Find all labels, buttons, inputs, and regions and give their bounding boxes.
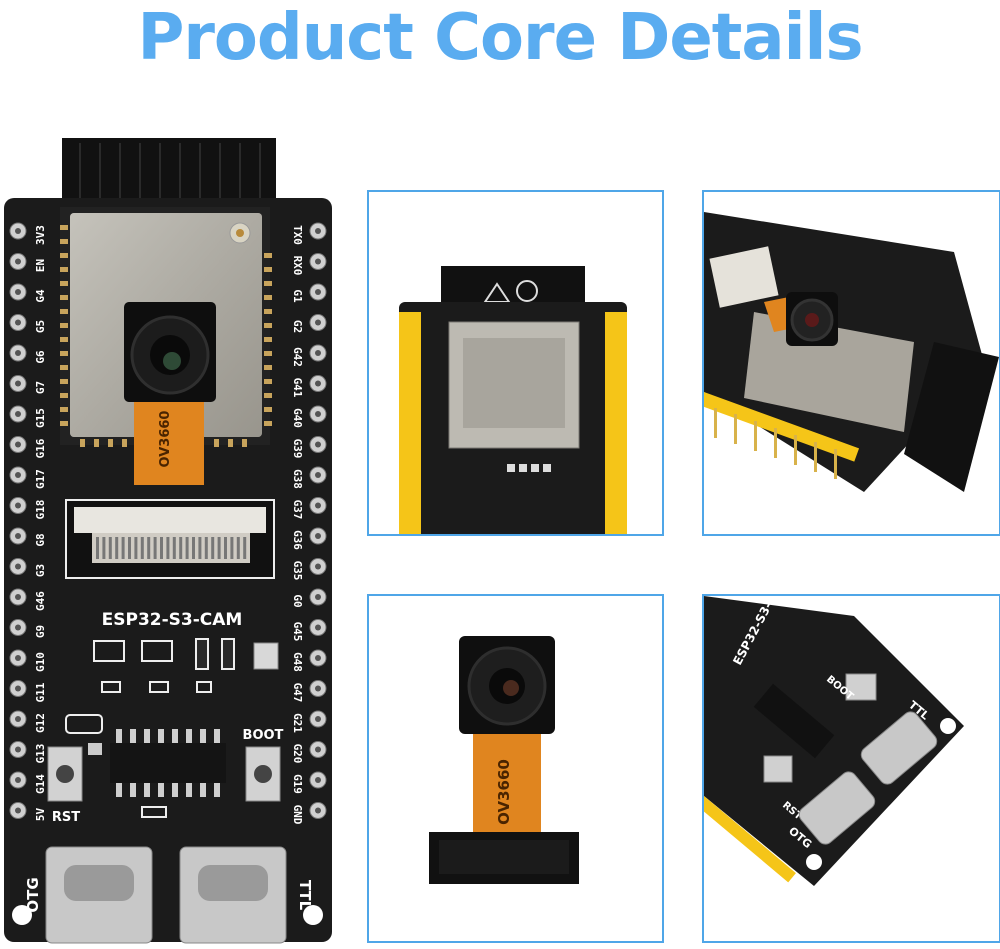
left-pin-label: G18 bbox=[34, 500, 47, 520]
boot-button bbox=[845, 673, 877, 701]
right-pin-label: TX0 bbox=[291, 225, 304, 245]
left-pin-label: G10 bbox=[34, 652, 47, 672]
right-pin-label: G20 bbox=[291, 744, 304, 764]
right-pin-label: G40 bbox=[291, 408, 304, 428]
left-pin-label: G9 bbox=[34, 625, 47, 638]
mounting-hole bbox=[12, 905, 32, 925]
yellow-pin-header bbox=[704, 392, 860, 462]
right-pin-label: G47 bbox=[291, 683, 304, 703]
left-pin-label: G6 bbox=[34, 350, 47, 364]
left-pin-label: G8 bbox=[34, 533, 47, 546]
page-title: Product Core Details bbox=[137, 1, 863, 75]
right-pin-label: RX0 bbox=[291, 256, 304, 276]
right-pin-label: G38 bbox=[291, 469, 304, 489]
left-pin-header bbox=[9, 222, 27, 819]
rst-label: RST bbox=[52, 810, 80, 825]
right-pin-label: GND bbox=[291, 805, 304, 825]
left-pin-label: 5V bbox=[34, 808, 47, 822]
main-board-photo: OV3660 ESP32-S3-CAM RS bbox=[0, 135, 336, 945]
board-model-label: ESP32-S3-CAM bbox=[102, 610, 243, 630]
left-pin-label: 3V3 bbox=[34, 225, 47, 245]
rgb-led bbox=[253, 642, 279, 670]
left-pin-label: G3 bbox=[34, 564, 47, 577]
antenna-area bbox=[904, 342, 999, 492]
boot-label: BOOT bbox=[243, 728, 284, 743]
fpc-connector bbox=[709, 246, 779, 308]
right-pin-label: G39 bbox=[291, 439, 304, 459]
left-pin-label: G5 bbox=[34, 320, 47, 333]
camera-module-frame: OV3660 bbox=[367, 594, 664, 943]
right-pin-label: G37 bbox=[291, 500, 304, 520]
pb-free-symbol bbox=[516, 280, 538, 302]
rst-button bbox=[763, 755, 793, 783]
yellow-pin-header bbox=[704, 796, 796, 883]
pcb-body bbox=[704, 596, 964, 886]
left-pin-label: G12 bbox=[34, 713, 47, 733]
right-pin-label: G21 bbox=[291, 713, 304, 733]
mounting-hole bbox=[940, 718, 956, 734]
left-pin-label: G17 bbox=[34, 469, 47, 489]
right-pin-label: G45 bbox=[291, 622, 304, 642]
left-pin-label: EN bbox=[34, 259, 47, 272]
left-pin-label: G7 bbox=[34, 381, 47, 394]
camera-model-label: OV3660 bbox=[158, 411, 173, 468]
usb-serial-chip bbox=[753, 683, 835, 759]
mounting-hole bbox=[303, 905, 323, 925]
left-yellow-header bbox=[399, 312, 421, 534]
left-pin-label: G4 bbox=[34, 289, 47, 303]
left-pin-label: G13 bbox=[34, 744, 47, 764]
otg-usb-c-port bbox=[798, 771, 876, 845]
right-pin-label: G48 bbox=[291, 652, 304, 672]
angled-bottom-view-frame: ESP32-S3-CAM BOOT RST TTL OTG bbox=[702, 594, 1000, 943]
back-view-frame bbox=[367, 190, 664, 536]
right-pin-header bbox=[309, 222, 327, 819]
mounting-hole bbox=[806, 854, 822, 870]
camera-flex-cable bbox=[473, 734, 541, 850]
right-pin-label: G0 bbox=[291, 594, 304, 607]
usb-serial-chip bbox=[110, 743, 226, 783]
right-pin-label: G2 bbox=[291, 320, 304, 333]
right-pin-label: G41 bbox=[291, 378, 304, 398]
camera-model-label: OV3660 bbox=[495, 759, 513, 825]
led-1 bbox=[195, 638, 209, 670]
left-pin-label: G14 bbox=[34, 774, 47, 794]
otg-label: OTG bbox=[24, 877, 42, 912]
right-pin-label: G35 bbox=[291, 561, 304, 581]
right-pin-label: G36 bbox=[291, 530, 304, 550]
ttl-label: TTL bbox=[296, 880, 314, 911]
left-pin-label: G46 bbox=[34, 591, 47, 611]
left-pin-label: G16 bbox=[34, 438, 47, 458]
led-2 bbox=[221, 638, 235, 670]
angled-top-view-frame bbox=[702, 190, 1000, 536]
left-pin-label: G15 bbox=[34, 408, 47, 428]
ttl-usb-c-port bbox=[860, 711, 938, 785]
fpc-connector bbox=[74, 507, 266, 533]
camera-flex-cable bbox=[134, 393, 204, 485]
left-pin-label: G11 bbox=[34, 682, 47, 702]
right-pin-label: G42 bbox=[291, 347, 304, 367]
right-yellow-header bbox=[605, 312, 627, 534]
right-pin-label: G19 bbox=[291, 774, 304, 794]
right-pin-label: G1 bbox=[291, 289, 304, 303]
